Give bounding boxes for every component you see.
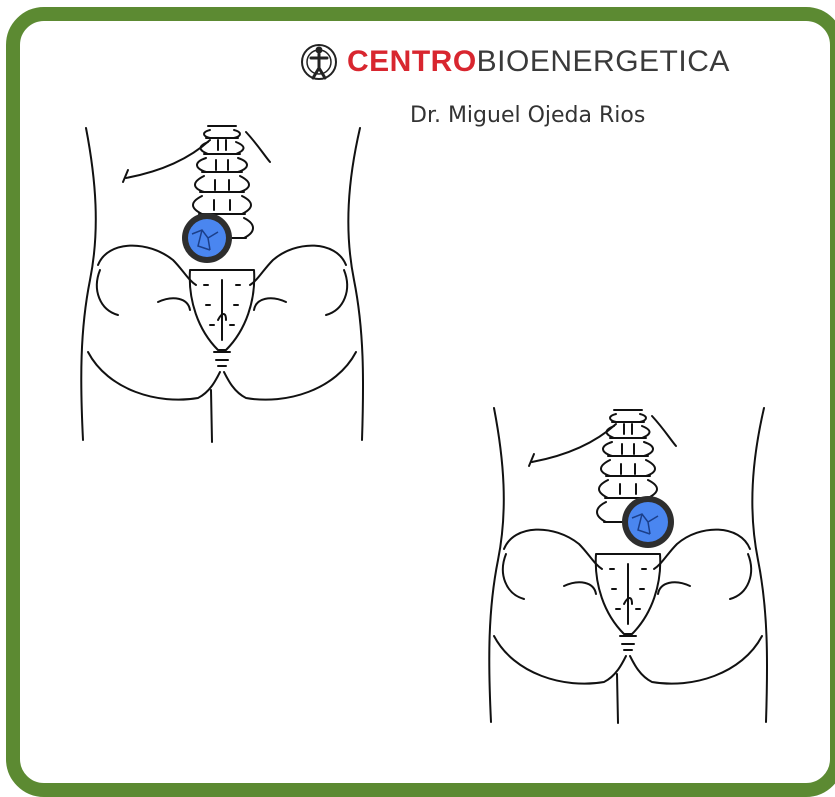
back-illustration-right [486,400,771,725]
pain-point-marker-right [622,496,674,548]
brand-name-bold: CENTRO [347,45,477,79]
pain-point-marker-left [182,213,232,263]
back-illustration-left [78,120,368,445]
brand-name-light: BIOENERGETICA [477,45,730,79]
human-figure-energy-icon [299,42,339,82]
doctor-name: Dr. Miguel Ojeda Rios [410,103,645,128]
